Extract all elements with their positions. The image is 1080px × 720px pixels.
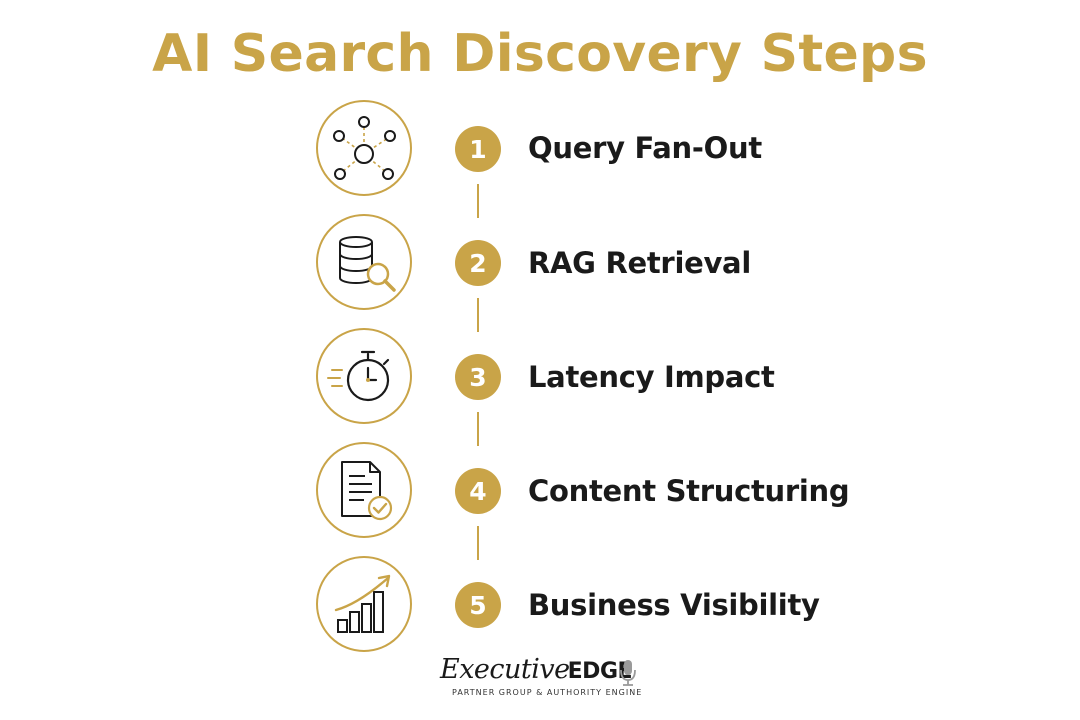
step-5-label: Business Visibility bbox=[528, 588, 820, 622]
step-1-label: Query Fan-Out bbox=[528, 131, 762, 165]
step-connector-1 bbox=[477, 184, 479, 218]
step-1-badge: 1 bbox=[455, 126, 501, 172]
page-title: AI Search Discovery Steps bbox=[152, 24, 928, 84]
step-4-icon-circle bbox=[316, 442, 412, 538]
step-connector-2 bbox=[477, 298, 479, 332]
database-search-icon bbox=[339, 236, 396, 292]
step-1-icon-circle bbox=[316, 100, 412, 196]
step-3-badge: 3 bbox=[455, 354, 501, 400]
stopwatch-icon bbox=[327, 350, 390, 402]
step-5-icon-circle bbox=[316, 556, 412, 652]
step-4-badge: 4 bbox=[455, 468, 501, 514]
step-5-badge: 5 bbox=[455, 582, 501, 628]
network-nodes-icon bbox=[333, 116, 396, 180]
step-3-label: Latency Impact bbox=[528, 360, 775, 394]
step-2-icon-circle bbox=[316, 214, 412, 310]
step-connector-4 bbox=[477, 526, 479, 560]
step-connector-3 bbox=[477, 412, 479, 446]
brand-tagline: PARTNER GROUP & AUTHORITY ENGINE bbox=[452, 688, 643, 697]
step-2-label: RAG Retrieval bbox=[528, 246, 751, 280]
brand-name-script: Executive bbox=[440, 654, 570, 685]
microphone-icon bbox=[620, 660, 636, 686]
brand-name: ExecutiveEDGE bbox=[440, 654, 633, 690]
brand-logo: ExecutiveEDGE PARTNER GROUP & AUTHORITY … bbox=[440, 654, 650, 704]
document-check-icon bbox=[341, 461, 393, 521]
growth-chart-icon bbox=[334, 574, 391, 633]
step-4-label: Content Structuring bbox=[528, 474, 850, 508]
step-3-icon-circle bbox=[316, 328, 412, 424]
step-2-badge: 2 bbox=[455, 240, 501, 286]
